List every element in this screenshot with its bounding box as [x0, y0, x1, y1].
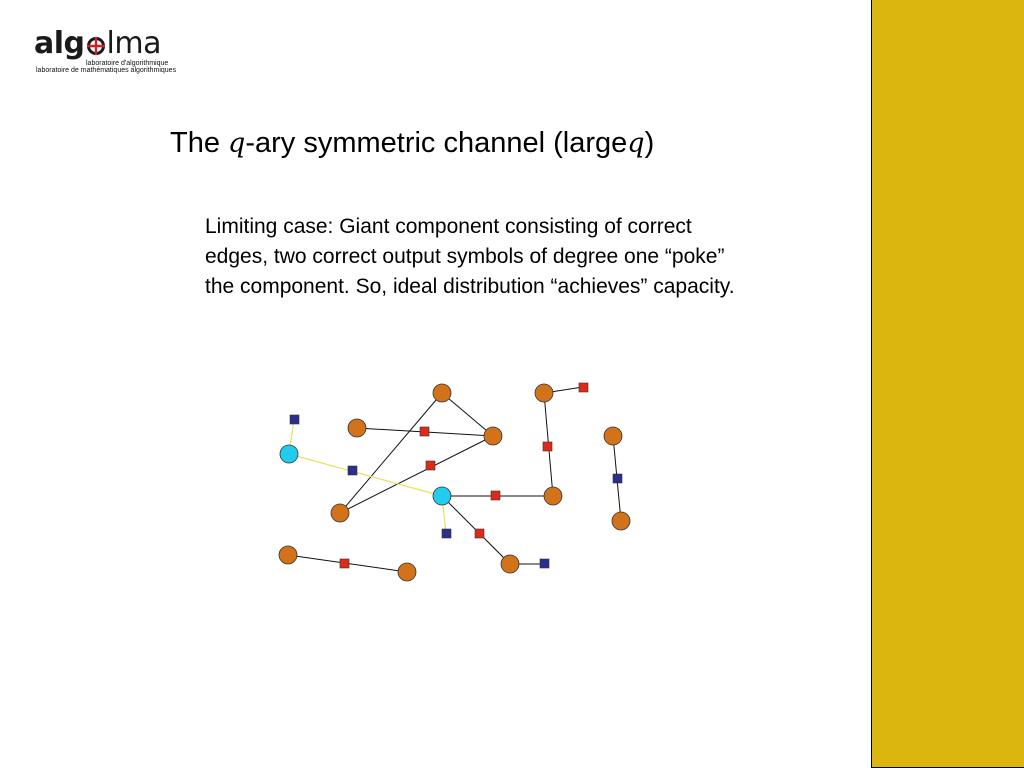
- highlight-node: [279, 444, 299, 464]
- input-node: [432, 383, 452, 403]
- edge-yellow: [288, 453, 443, 497]
- input-node: [534, 383, 554, 403]
- title-post: ): [644, 127, 655, 159]
- input-node: [543, 486, 563, 506]
- input-nodes: [278, 383, 631, 582]
- input-node: [397, 562, 417, 582]
- graph-edges: [287, 386, 622, 573]
- side-panel: [871, 0, 1024, 768]
- logo-subtitle-2: laboratoire de mathématiques algorithmiq…: [36, 67, 177, 74]
- input-node: [330, 503, 350, 523]
- red-symbol: [542, 441, 553, 452]
- red-symbol: [578, 382, 589, 393]
- slide-title: The q-ary symmetric channel (largeq): [170, 124, 654, 163]
- blue-symbol: [539, 558, 550, 569]
- input-node: [611, 511, 631, 531]
- input-node: [278, 545, 298, 565]
- title-pre: The: [170, 127, 229, 159]
- output-symbols: [289, 382, 623, 569]
- red-symbol: [474, 528, 485, 539]
- title-var: q: [228, 128, 246, 159]
- title-mid: -ary symmetric channel (large: [245, 127, 628, 159]
- edge: [339, 435, 494, 514]
- slide-body-text: Limiting case: Giant component consistin…: [205, 215, 735, 298]
- logo-subtitle-1: laboratoire d'algorithmique: [86, 60, 169, 67]
- title-var-2: q: [627, 128, 645, 159]
- edge: [441, 392, 494, 437]
- red-symbol: [419, 426, 430, 437]
- blue-symbol: [612, 473, 623, 484]
- input-node: [500, 554, 520, 574]
- blue-symbol: [441, 528, 452, 539]
- edge: [339, 392, 443, 514]
- red-symbol: [490, 490, 501, 501]
- highlight-node: [432, 486, 452, 506]
- red-symbol: [339, 558, 350, 569]
- red-symbol: [425, 460, 436, 471]
- logo-word-light: lma: [106, 26, 162, 61]
- input-node: [603, 426, 623, 446]
- logo-word-bold: alg: [34, 26, 85, 61]
- blue-symbol: [289, 414, 300, 425]
- input-node: [347, 418, 367, 438]
- logo-o-cross-icon: [86, 29, 106, 55]
- input-node: [483, 426, 503, 446]
- giant-component-graph: [278, 382, 631, 582]
- blue-symbol: [347, 465, 358, 476]
